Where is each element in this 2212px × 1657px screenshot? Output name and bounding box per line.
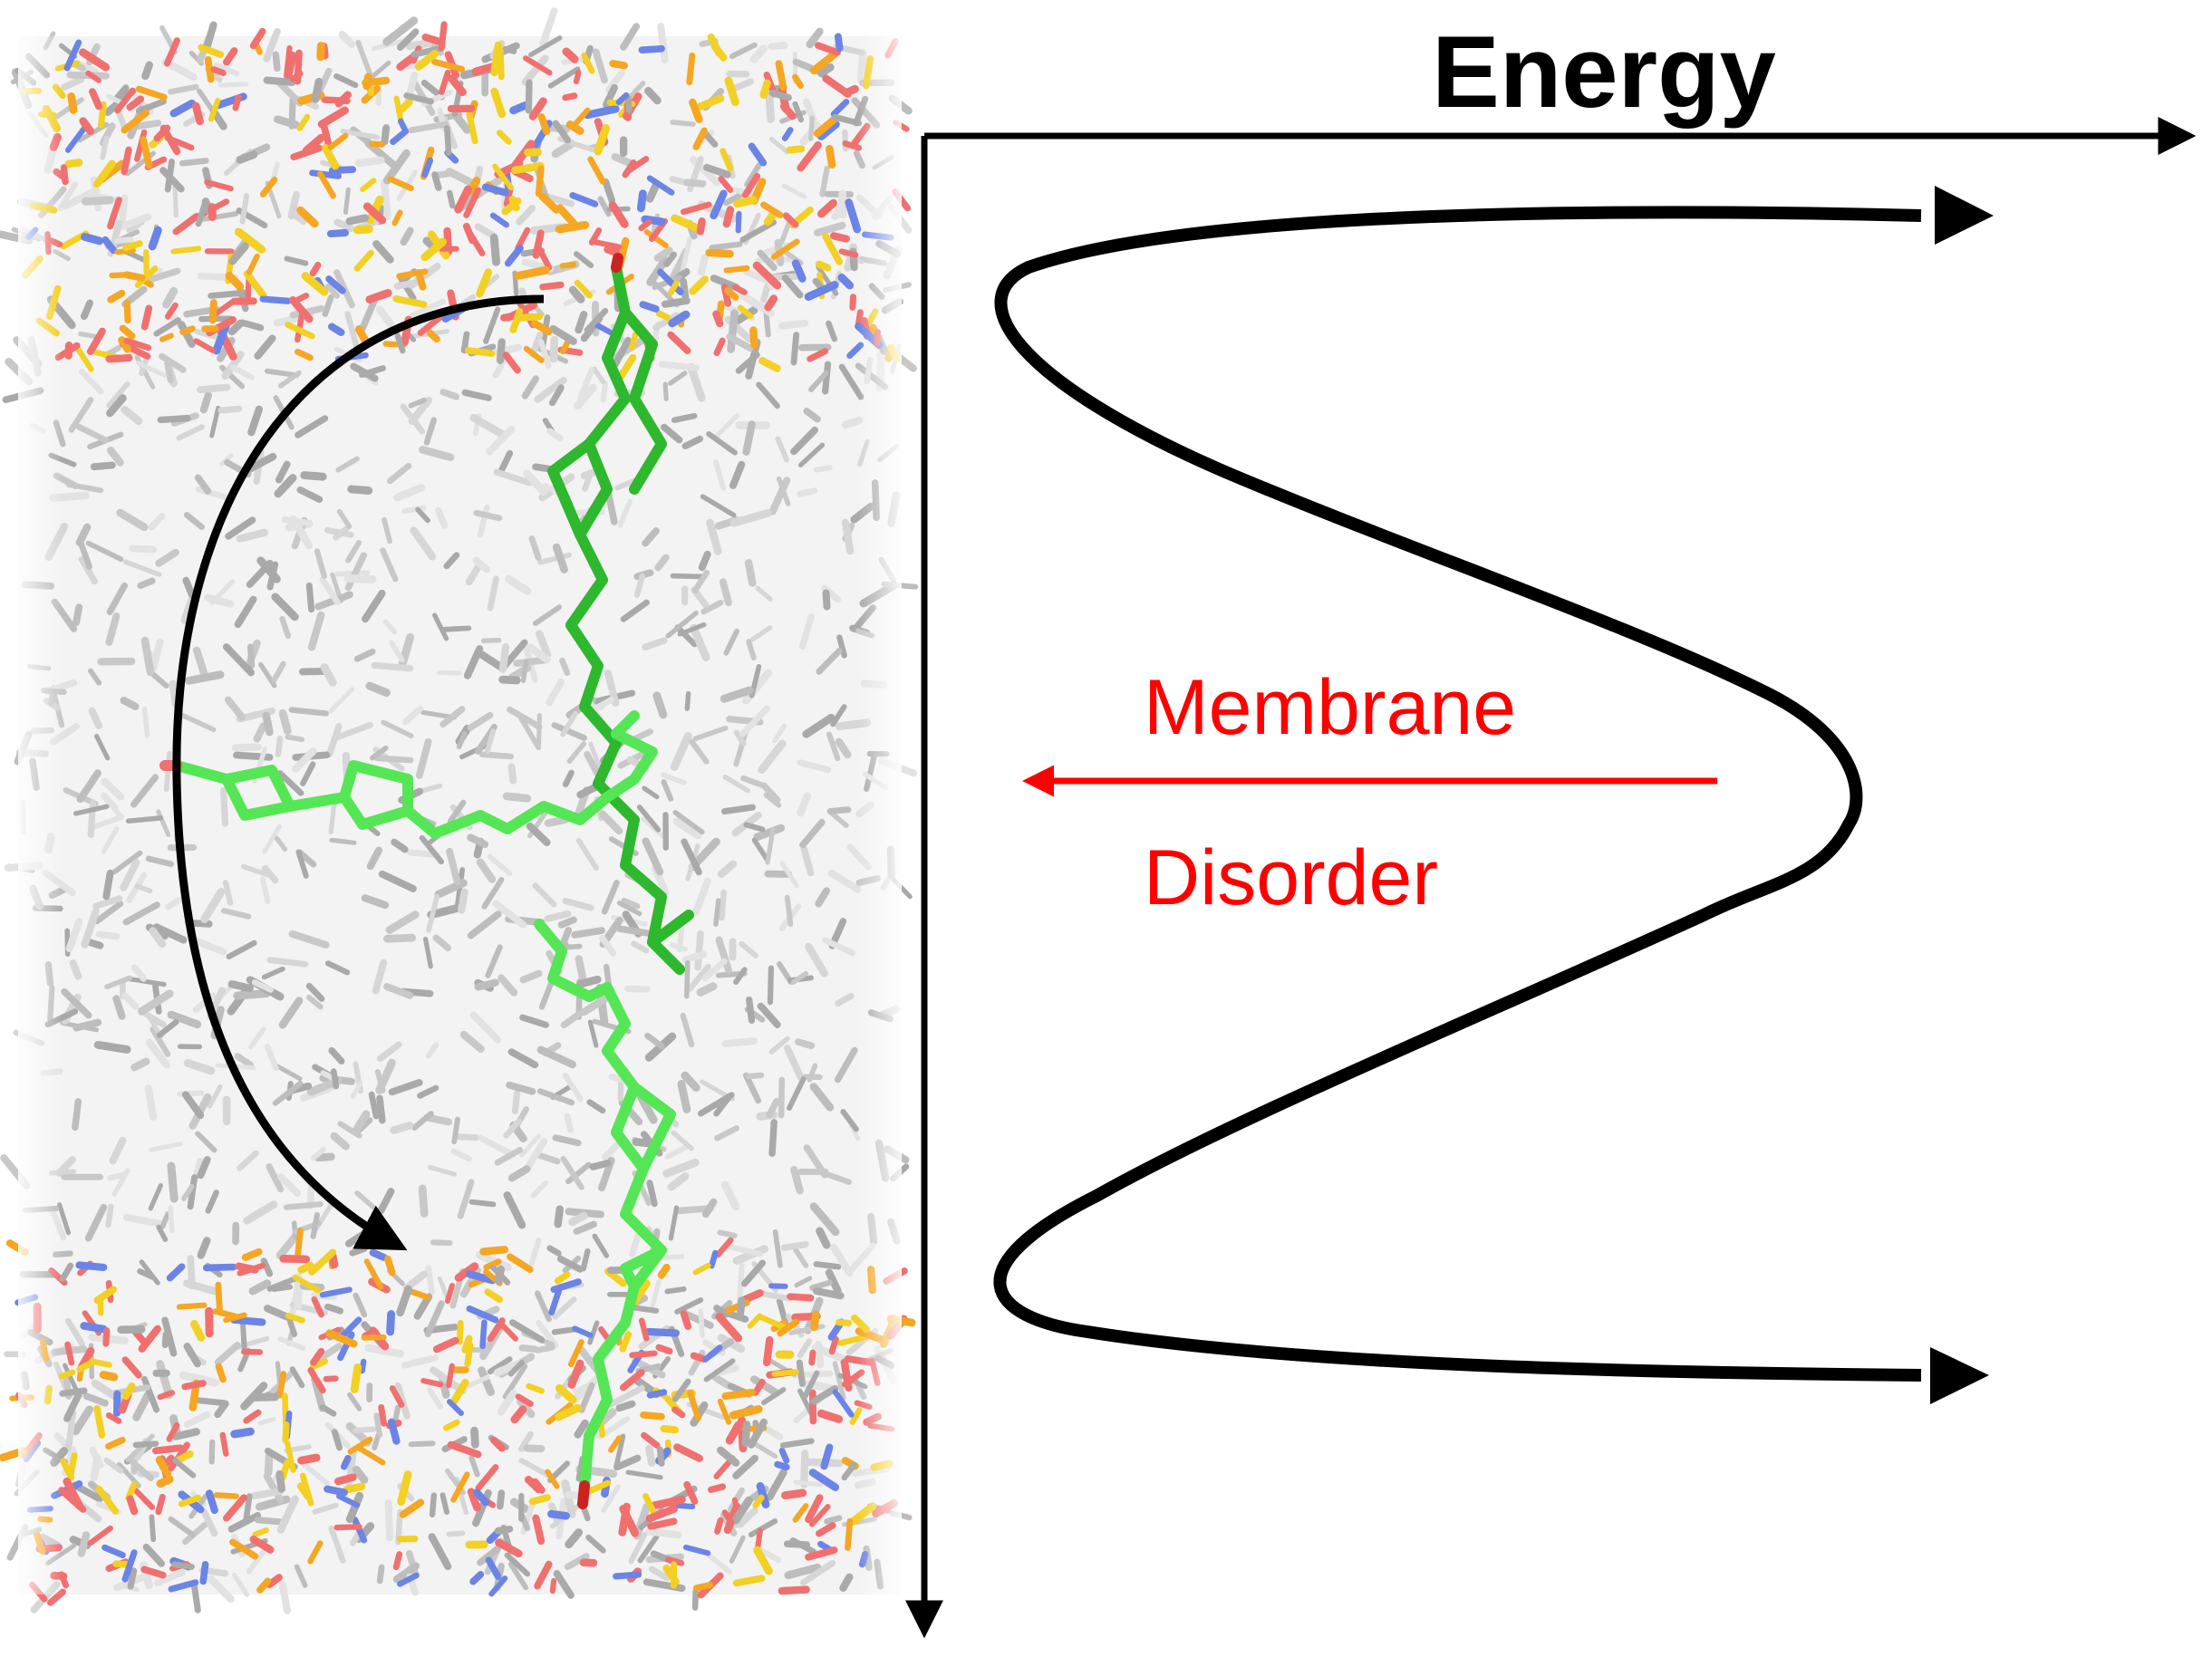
energy-profile-curve <box>993 186 1994 1404</box>
cholesterol-bottom <box>534 919 676 1509</box>
membrane-panel <box>0 7 919 1614</box>
curved-arrow-icon <box>172 294 545 1251</box>
membrane-edge-fade <box>18 36 902 1594</box>
axes <box>905 117 2197 1639</box>
red-arrow-label-disorder: Disorder <box>1144 834 1438 921</box>
cholesterol-top <box>547 253 694 975</box>
energy-axis-label: Energy <box>1432 15 1776 129</box>
energy-curve-arrowhead-bottom <box>1930 1347 1989 1404</box>
red-arrow-label-membrane: Membrane <box>1144 664 1516 751</box>
energy-curve-arrowhead-top <box>1935 186 1994 245</box>
energy-curve <box>993 206 1922 1382</box>
membrane-disorder-annotation: Membrane Disorder <box>1022 664 1717 921</box>
